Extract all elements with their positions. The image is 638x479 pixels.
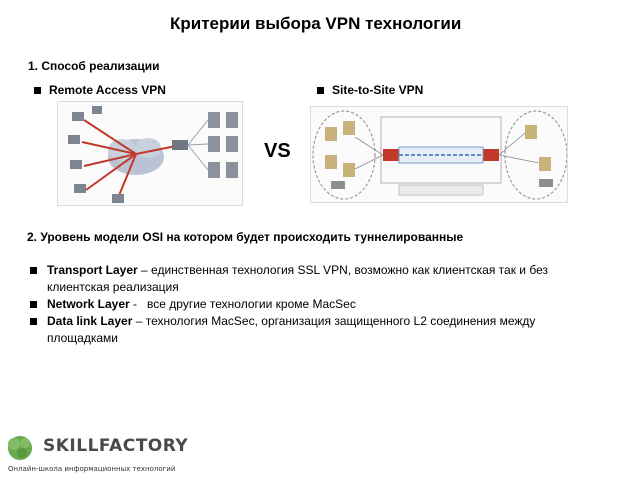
branch-office-site-icon: [504, 110, 567, 200]
list-item: Transport Layer – единственная технологи…: [29, 262, 589, 296]
bullet-square-icon: [34, 86, 41, 94]
remote-access-diagram-image: [58, 102, 242, 205]
list-item-text: – технология MacSec, организация защищен…: [47, 314, 536, 345]
list-item-term: Data link Layer: [47, 314, 133, 328]
bullet-square-icon: [30, 267, 37, 274]
option-site-to-site: Site-to-Site VPN: [317, 83, 423, 97]
bullet-square-icon: [30, 318, 37, 325]
server-icon: [208, 112, 238, 178]
workstation-icon: [325, 121, 355, 177]
head-office-site-icon: [312, 110, 376, 200]
vpn-gateway-icon: [172, 140, 188, 150]
list-item-term: Network Layer: [47, 297, 130, 311]
logo-name: SKILLFACTORY: [43, 436, 189, 456]
brain-icon: [8, 436, 32, 460]
list-item: Network Layer - все другие технологии кр…: [29, 296, 589, 313]
section-heading-osi-layer: 2. Уровень модели OSI на котором будет п…: [27, 230, 464, 244]
vpn-gateway-icon: [483, 149, 499, 161]
list-item: Data link Layer – технология MacSec, орг…: [29, 313, 589, 347]
laptop-icon: [539, 179, 553, 187]
slide-title: Критерии выбора VPN технологии: [170, 14, 462, 33]
remote-access-diagram: [57, 101, 243, 206]
section-heading-implementation: 1. Способ реализации: [28, 59, 160, 73]
option-remote-access-label: Remote Access VPN: [49, 83, 166, 97]
remote-user-icon: [68, 106, 124, 203]
list-item-term: Transport Layer: [47, 263, 138, 277]
list-item-text: – единственная технология SSL VPN, возмо…: [47, 263, 548, 294]
bullet-square-icon: [30, 301, 37, 308]
site-to-site-diagram: [310, 106, 568, 203]
workstation-icon: [525, 125, 551, 171]
site-to-site-diagram-image: [311, 107, 567, 202]
vpn-gateway-icon: [383, 149, 399, 161]
logo-tagline: Онлайн-школа информационных технологий: [8, 465, 176, 473]
option-remote-access: Remote Access VPN: [34, 83, 166, 97]
laptop-icon: [331, 181, 345, 189]
bullet-square-icon: [317, 86, 324, 94]
vs-label: VS: [264, 140, 291, 162]
list-item-text: - все другие технологии кроме MacSec: [129, 297, 356, 311]
option-site-to-site-label: Site-to-Site VPN: [332, 83, 424, 97]
title-bar: [148, 0, 638, 44]
osi-layer-list: Transport Layer – единственная технологи…: [29, 262, 589, 347]
skillfactory-logo: [8, 436, 32, 460]
